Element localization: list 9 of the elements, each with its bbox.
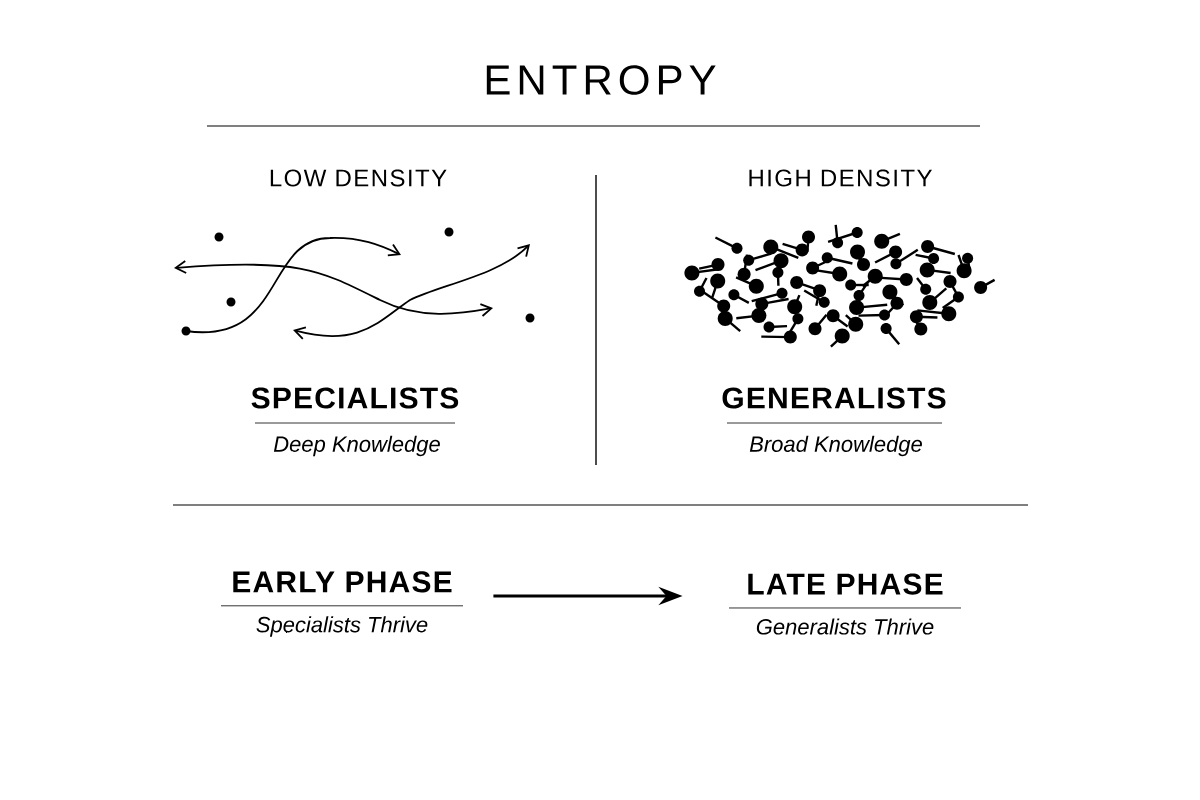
section-heading: HIGH DENSITY xyxy=(749,169,932,187)
group-heading: SPECIALISTS xyxy=(251,387,459,409)
phase-label: EARLY PHASE Specialists Thrive xyxy=(220,571,464,637)
phase-label: LATE PHASE Generalists Thrive xyxy=(728,573,962,635)
title: ENTROPY xyxy=(486,65,716,95)
group-subtitle: Broad Knowledge xyxy=(749,435,922,457)
group-heading: GENERALISTS xyxy=(722,387,946,409)
group-subtitle: Deep Knowledge xyxy=(273,435,440,457)
section-heading: LOW DENSITY xyxy=(270,169,447,187)
